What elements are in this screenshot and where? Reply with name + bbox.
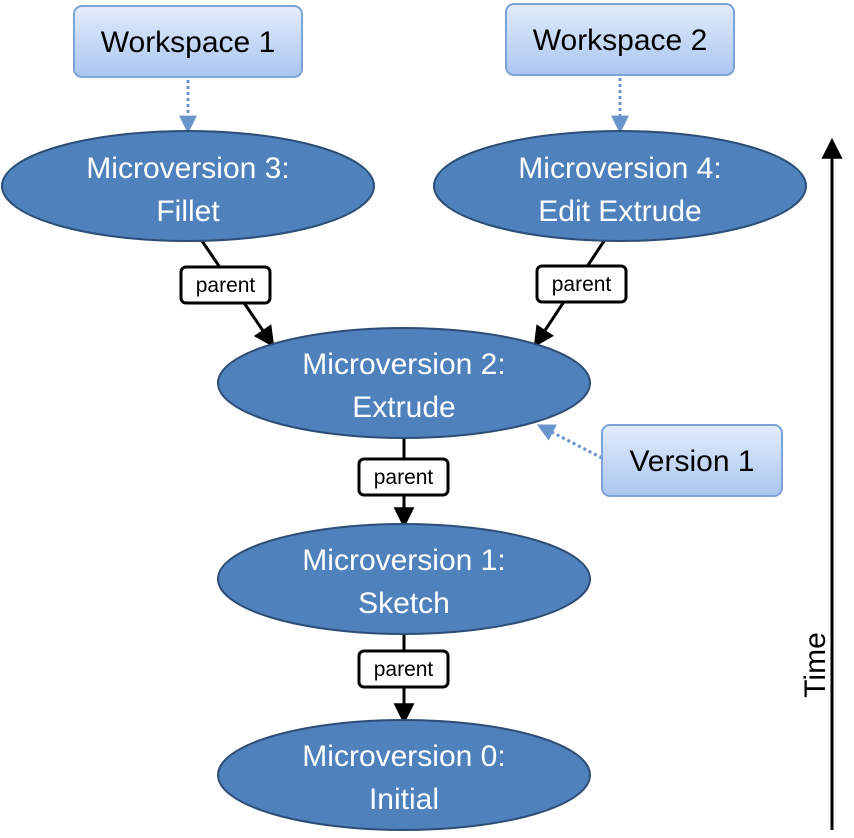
node-title: Microversion 3: [86, 152, 289, 185]
pointer-arrows [179, 78, 629, 460]
parent-label-mv4: parent [535, 264, 628, 304]
parent-label-text: parent [374, 466, 434, 489]
node-subtitle: Fillet [156, 195, 220, 228]
node-title: Microversion 1: [302, 544, 505, 577]
node-title: Microversion 0: [302, 740, 505, 773]
microversion-node-1[interactable]: Microversion 1: Sketch [217, 523, 591, 635]
node-subtitle: Extrude [352, 391, 455, 424]
version1-pointer-arrow [536, 424, 603, 460]
parent-label-mv1: parent [357, 649, 450, 689]
parent-label-mv3: parent [179, 265, 272, 305]
version-1-label: Version 1 [629, 445, 754, 478]
parent-label-mv2: parent [357, 457, 450, 497]
workspace-1-box[interactable]: Workspace 1 [73, 5, 303, 78]
parent-label-text: parent [196, 274, 256, 297]
time-axis: Time [799, 137, 843, 830]
parent-label-text: parent [552, 273, 612, 296]
node-subtitle: Initial [369, 783, 439, 816]
time-axis-label: Time [799, 632, 832, 698]
node-title: Microversion 2: [302, 348, 505, 381]
workspace-2-label: Workspace 2 [533, 24, 708, 57]
microversion-node-2[interactable]: Microversion 2: Extrude [217, 327, 591, 439]
workspace-2-box[interactable]: Workspace 2 [505, 3, 735, 76]
microversion-node-3[interactable]: Microversion 3: Fillet [1, 130, 375, 242]
workspace-1-label: Workspace 1 [101, 26, 276, 59]
node-subtitle: Edit Extrude [538, 195, 701, 228]
microversion-node-0[interactable]: Microversion 0: Initial [217, 719, 591, 831]
node-title: Microversion 4: [518, 152, 721, 185]
node-subtitle: Sketch [358, 587, 450, 620]
microversion-node-4[interactable]: Microversion 4: Edit Extrude [433, 130, 807, 242]
parent-label-text: parent [374, 658, 434, 681]
version-1-box[interactable]: Version 1 [601, 424, 783, 497]
